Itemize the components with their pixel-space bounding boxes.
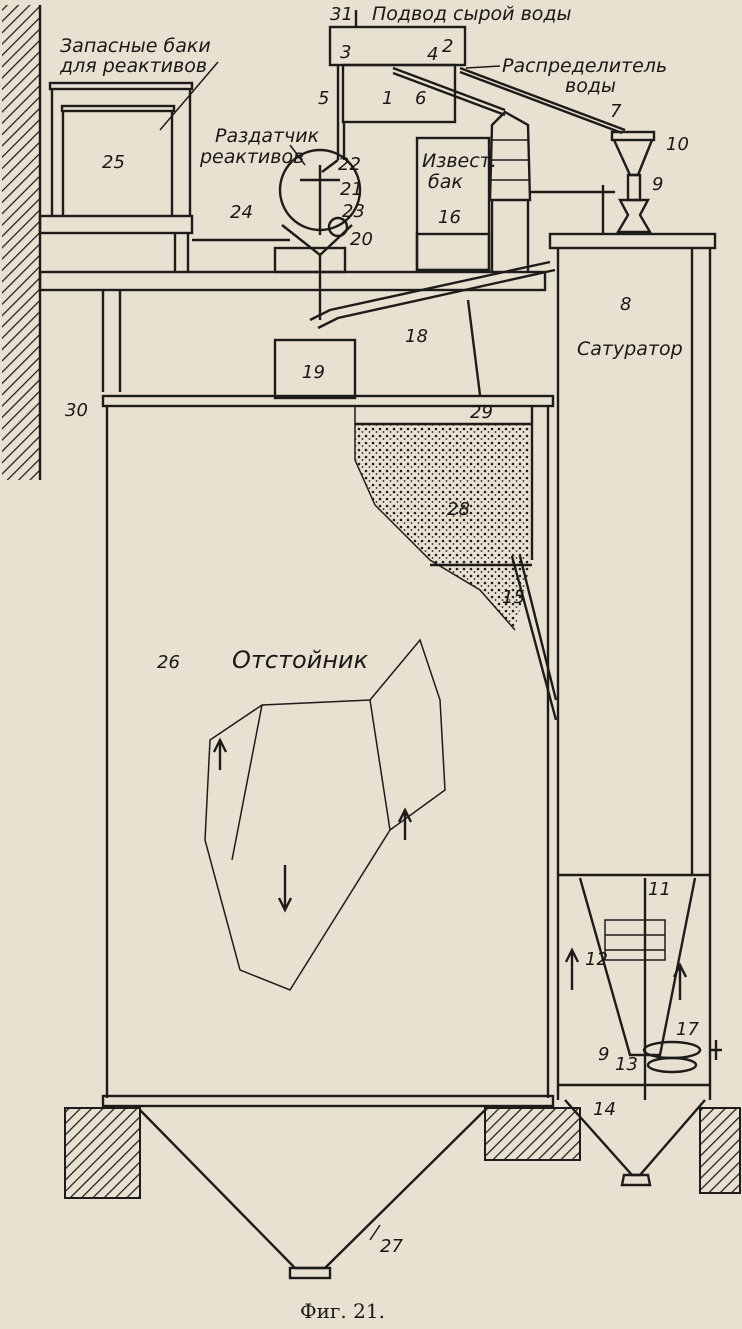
funnel-and-pump: [601, 130, 656, 235]
num-15: 15: [502, 587, 525, 608]
num-24: 24: [230, 202, 253, 223]
num-27: 27: [380, 1236, 403, 1257]
num-13: 13: [615, 1054, 638, 1075]
pipe-18: [309, 260, 556, 396]
num-9-bottom: 9: [598, 1044, 609, 1065]
num-30: 30: [65, 400, 88, 421]
label-lime-tank-2: бак: [428, 171, 463, 193]
num-8: 8: [620, 294, 631, 315]
num-4: 4: [427, 44, 438, 65]
spare-reagent-tanks: [38, 61, 219, 272]
label-distributor-2: воды: [565, 75, 616, 97]
num-6: 6: [415, 88, 426, 109]
num-14: 14: [593, 1099, 616, 1120]
num-1: 1: [382, 88, 393, 109]
num-3: 3: [340, 42, 351, 63]
label-raw-water: Подвод сырой воды: [372, 3, 572, 25]
num-9-top: 9: [652, 174, 663, 195]
label-spare-tanks-1: Запасные баки: [60, 35, 211, 57]
label-lime-tank-1: Извест.: [422, 150, 497, 172]
num-28: 28: [447, 499, 470, 520]
num-29: 29: [470, 402, 493, 423]
num-11: 11: [648, 879, 671, 900]
settler-tank: [101, 394, 558, 1108]
lime-column: [488, 110, 615, 272]
num-20: 20: [350, 229, 373, 250]
label-saturator: Сатуратор: [577, 338, 683, 360]
num-17: 17: [676, 1019, 699, 1040]
lime-tank: [415, 136, 491, 272]
num-12: 12: [585, 949, 608, 970]
label-dispenser-2: реактивов: [199, 146, 304, 168]
num-25: 25: [102, 152, 125, 173]
labels: Запасные баки для реактивов Раздатчик ре…: [59, 3, 699, 1257]
num-26: 26: [157, 652, 180, 673]
label-settler: Отстойник: [232, 646, 369, 674]
saturator-tank: [548, 232, 722, 1187]
num-23: 23: [342, 201, 365, 222]
label-dispenser-1: Раздатчик: [215, 125, 320, 147]
num-16: 16: [438, 207, 461, 228]
num-2: 2: [442, 36, 453, 57]
num-5: 5: [318, 88, 329, 109]
num-22: 22: [338, 154, 361, 175]
water-distributor: [321, 10, 626, 173]
figure-caption: Фиг. 21.: [300, 1299, 385, 1323]
label-spare-tanks-2: для реактивов: [59, 55, 207, 77]
foundation: [64, 1107, 741, 1280]
num-7: 7: [610, 101, 622, 122]
wall: [2, 5, 42, 480]
num-19: 19: [302, 362, 325, 383]
num-18: 18: [405, 326, 428, 347]
num-21: 21: [340, 179, 363, 200]
reagent-dispenser: [278, 144, 362, 320]
mixer-19: [273, 338, 357, 400]
label-distributor-1: Распределитель: [502, 55, 667, 77]
num-31: 31: [330, 4, 353, 25]
platform: [38, 238, 547, 392]
num-10: 10: [666, 134, 689, 155]
